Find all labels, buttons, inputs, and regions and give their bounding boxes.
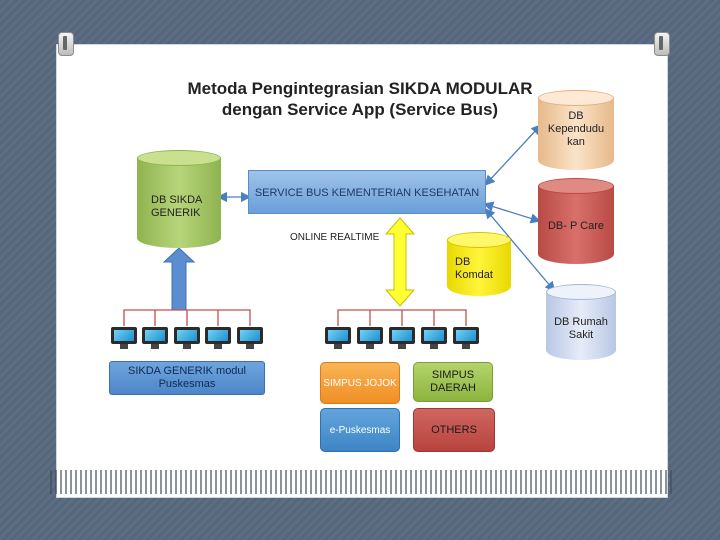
pin-icon <box>654 32 670 56</box>
computer-icon <box>174 327 200 349</box>
arrow-online-realtime <box>384 217 416 307</box>
connector-right <box>337 309 467 326</box>
sikda-puskesmas-box: SIKDA GENERIK modul Puskesmas <box>109 361 265 395</box>
db-kependudukan-label: DB Kependudu kan <box>547 110 605 148</box>
pin-icon <box>58 32 74 56</box>
others-box: OTHERS <box>413 408 495 452</box>
computer-icon <box>111 327 137 349</box>
others-label: OTHERS <box>431 423 477 436</box>
e-puskesmas-box: e-Puskesmas <box>320 408 400 452</box>
db-pcare: DB- P Care <box>538 178 614 264</box>
db-komdat: DB Komdat <box>447 232 511 296</box>
computer-icon <box>325 327 351 349</box>
computer-icon <box>357 327 383 349</box>
computer-icon <box>389 327 415 349</box>
db-pcare-label: DB- P Care <box>547 220 605 232</box>
db-kependudukan: DB Kependudu kan <box>538 90 614 170</box>
arrow-bus-rumah-sakit <box>484 208 556 292</box>
simpus-jojok-box: SIMPUS JOJOK <box>320 362 400 404</box>
service-bus: SERVICE BUS KEMENTERIAN KESEHATAN <box>248 170 486 214</box>
computer-icon <box>142 327 168 349</box>
connector-left <box>123 309 251 326</box>
db-rumah-sakit-label: DB Rumah Sakit <box>554 316 608 341</box>
db-sikda-generik-label: DB SIKDA GENERIK <box>151 194 202 219</box>
db-rumah-sakit: DB Rumah Sakit <box>546 284 616 360</box>
page-title: Metoda Pengintegrasian SIKDA MODULAR den… <box>150 78 570 120</box>
computer-icon <box>237 327 263 349</box>
decorative-stripes <box>50 470 675 494</box>
sikda-puskesmas-label: SIKDA GENERIK modul Puskesmas <box>128 365 246 390</box>
computer-icon <box>205 327 231 349</box>
online-realtime-label: ONLINE REALTIME <box>290 232 380 243</box>
arrow-bus-pcare <box>483 201 541 224</box>
arrow-up-sikda <box>162 247 196 311</box>
simpus-daerah-box: SIMPUS DAERAH <box>413 362 493 402</box>
arrow-bus-kependuduk <box>484 124 542 186</box>
e-puskesmas-label: e-Puskesmas <box>329 424 391 436</box>
db-komdat-label: DB Komdat <box>455 256 493 281</box>
title-line-1: Metoda Pengintegrasian SIKDA MODULAR <box>187 79 533 98</box>
simpus-jojok-label: SIMPUS JOJOK <box>323 377 397 389</box>
title-line-2: dengan Service App (Service Bus) <box>221 100 499 119</box>
computer-icon <box>421 327 447 349</box>
db-sikda-generik: DB SIKDA GENERIK <box>137 150 221 248</box>
computer-icon <box>453 327 479 349</box>
simpus-daerah-label: SIMPUS DAERAH <box>430 369 476 394</box>
